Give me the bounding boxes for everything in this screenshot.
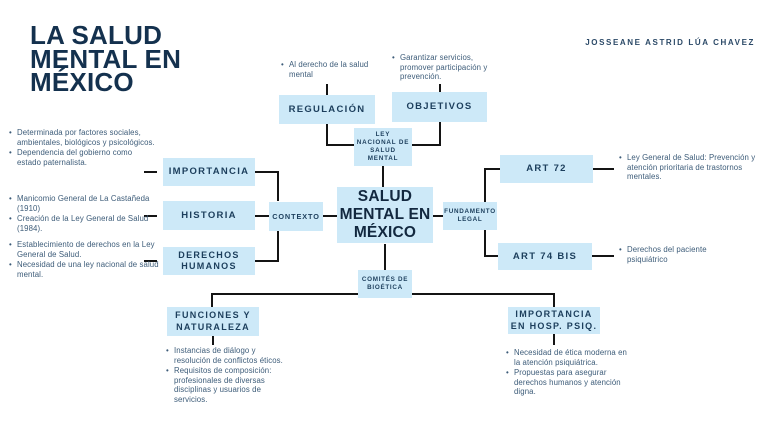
connector-comites-hosp	[412, 293, 555, 307]
note-item: Creación de la Ley General de Salud (198…	[8, 214, 158, 233]
connector-objetivos-ley	[412, 122, 441, 146]
connector-fundamento-art74	[484, 230, 498, 257]
note-item: Instancias de diálogo y resolución de co…	[165, 346, 285, 365]
note-list-importancia-hosp: Necesidad de ética moderna en la atenció…	[505, 348, 635, 398]
node-importancia-hosp-psiq: IMPORTANCIA EN HOSP. PSIQ.	[508, 307, 600, 334]
note-item: Garantizar servicios, promover participa…	[391, 53, 503, 82]
note-item: Determinada por factores sociales, ambie…	[8, 128, 158, 147]
node-objetivos: OBJETIVOS	[392, 92, 487, 122]
node-contexto: CONTEXTO	[269, 202, 323, 231]
connector-fundamento-art72	[484, 168, 500, 202]
note-list-importancia: Determinada por factores sociales, ambie…	[8, 128, 158, 168]
connector-regulacion-ley	[326, 124, 354, 146]
node-art-74-bis: ART 74 BIS	[498, 243, 592, 270]
note-item: Requisitos de composición: profesionales…	[165, 366, 285, 404]
note-item: Derechos del paciente psiquiátrico	[618, 245, 744, 264]
note-list-objetivos: Garantizar servicios, promover participa…	[391, 53, 503, 83]
note-list-derechos-humanos: Establecimiento de derechos en la Ley Ge…	[8, 240, 162, 280]
note-item: Ley General de Salud: Prevención y atenc…	[618, 153, 762, 182]
note-item: Necesidad de una ley nacional de salud m…	[8, 260, 162, 279]
note-item: Necesidad de ética moderna en la atenció…	[505, 348, 635, 367]
node-comites-bioetica: COMITÉS DE BIOÉTICA	[358, 270, 412, 298]
note-list-art-72: Ley General de Salud: Prevención y atenc…	[618, 153, 762, 183]
connector-comites-funciones	[211, 293, 358, 307]
note-list-art-74-bis: Derechos del paciente psiquiátrico	[618, 245, 744, 265]
node-fundamento-legal: FUNDAMENTO LEGAL	[443, 202, 497, 230]
node-historia: HISTORIA	[163, 201, 255, 230]
connector-importancia-contexto	[255, 171, 279, 201]
page-title: LA SALUD MENTAL EN MÉXICO	[30, 20, 182, 97]
node-importancia: IMPORTANCIA	[163, 158, 255, 186]
note-list-regulacion: Al derecho de la salud mental	[280, 60, 372, 80]
connector-derechos-contexto	[255, 231, 279, 262]
author-name: JOSSEANE ASTRID LÚA CHAVEZ	[585, 38, 755, 47]
node-regulacion: REGULACIÓN	[279, 95, 375, 124]
note-item: Manicomio General de La Castañeda (1910)	[8, 194, 158, 213]
node-funciones-naturaleza: FUNCIONES Y NATURALEZA	[167, 307, 259, 336]
note-item: Propuestas para asegurar derechos humano…	[505, 368, 635, 397]
node-ley-nacional-salud-mental: LEY NACIONAL DE SALUD MENTAL	[354, 128, 412, 166]
node-art-72: ART 72	[500, 155, 593, 183]
note-item: Establecimiento de derechos en la Ley Ge…	[8, 240, 162, 259]
node-salud-mental-en-mexico: SALUD MENTAL EN MÉXICO	[337, 187, 433, 243]
note-item: Dependencia del gobierno como estado pat…	[8, 148, 158, 167]
note-list-funciones: Instancias de diálogo y resolución de co…	[165, 346, 285, 406]
note-list-historia: Manicomio General de La Castañeda (1910)…	[8, 194, 158, 234]
note-item: Al derecho de la salud mental	[280, 60, 372, 79]
node-derechos-humanos: DERECHOS HUMANOS	[163, 247, 255, 275]
